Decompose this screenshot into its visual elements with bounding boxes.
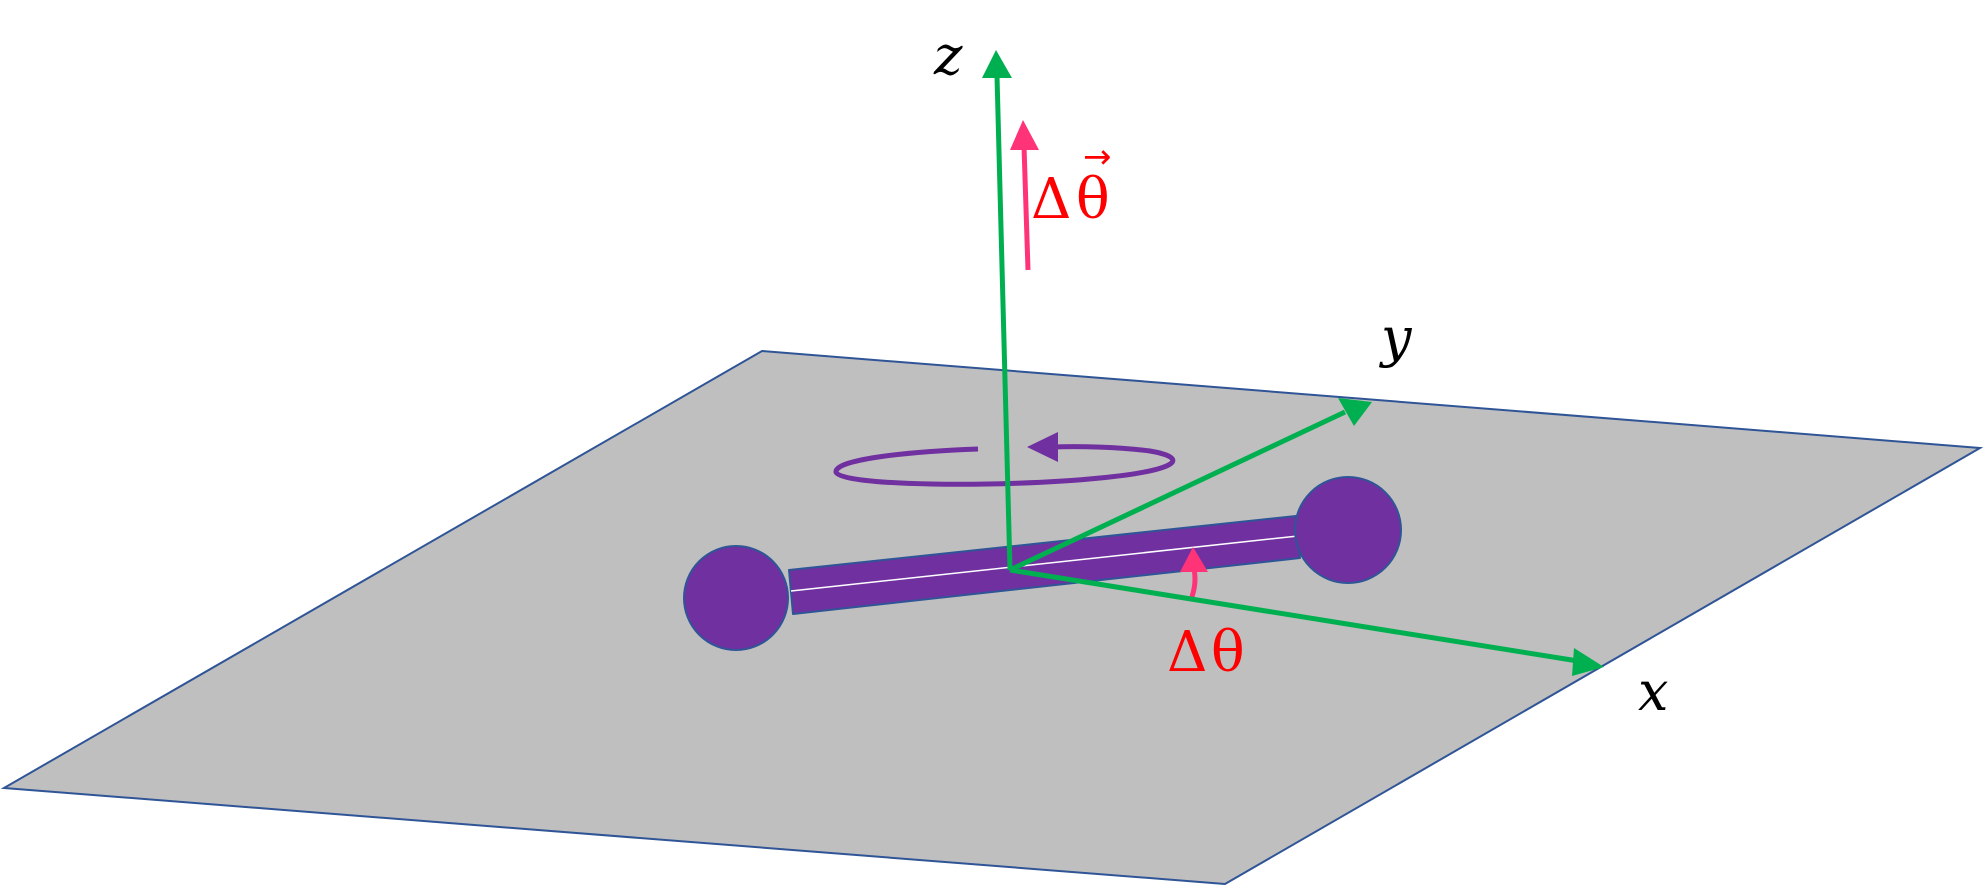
x-axis <box>1009 567 1604 676</box>
delta-theta-vector-label: Δ θ → <box>1031 137 1112 232</box>
z-axis-label: z <box>933 24 963 87</box>
delta-theta-vector-theta: θ <box>1076 167 1110 232</box>
delta-theta-scalar-theta: θ <box>1211 620 1245 685</box>
y-axis-label: y <box>1379 306 1413 369</box>
left-mass <box>683 545 789 651</box>
dumbbell-rotor <box>683 476 1402 651</box>
z-axis <box>982 50 1013 571</box>
y-axis <box>1008 398 1372 573</box>
rotor-bar <box>788 515 1301 615</box>
delta-theta-vector-arrow <box>1010 120 1039 271</box>
right-mass <box>1294 476 1402 584</box>
counterclockwise-circular-arrow-icon <box>833 432 1176 487</box>
delta-theta-scalar-label: Δ θ <box>1167 620 1245 685</box>
x-axis-label: x <box>1638 660 1668 723</box>
delta-theta-scalar-delta: Δ <box>1167 620 1207 685</box>
rotor-bar-axis-line <box>790 535 1299 592</box>
xy-plane <box>0 349 1984 885</box>
delta-theta-vector-delta: Δ <box>1031 167 1071 232</box>
delta-theta-vector-arrow-accent: → <box>1083 137 1112 177</box>
